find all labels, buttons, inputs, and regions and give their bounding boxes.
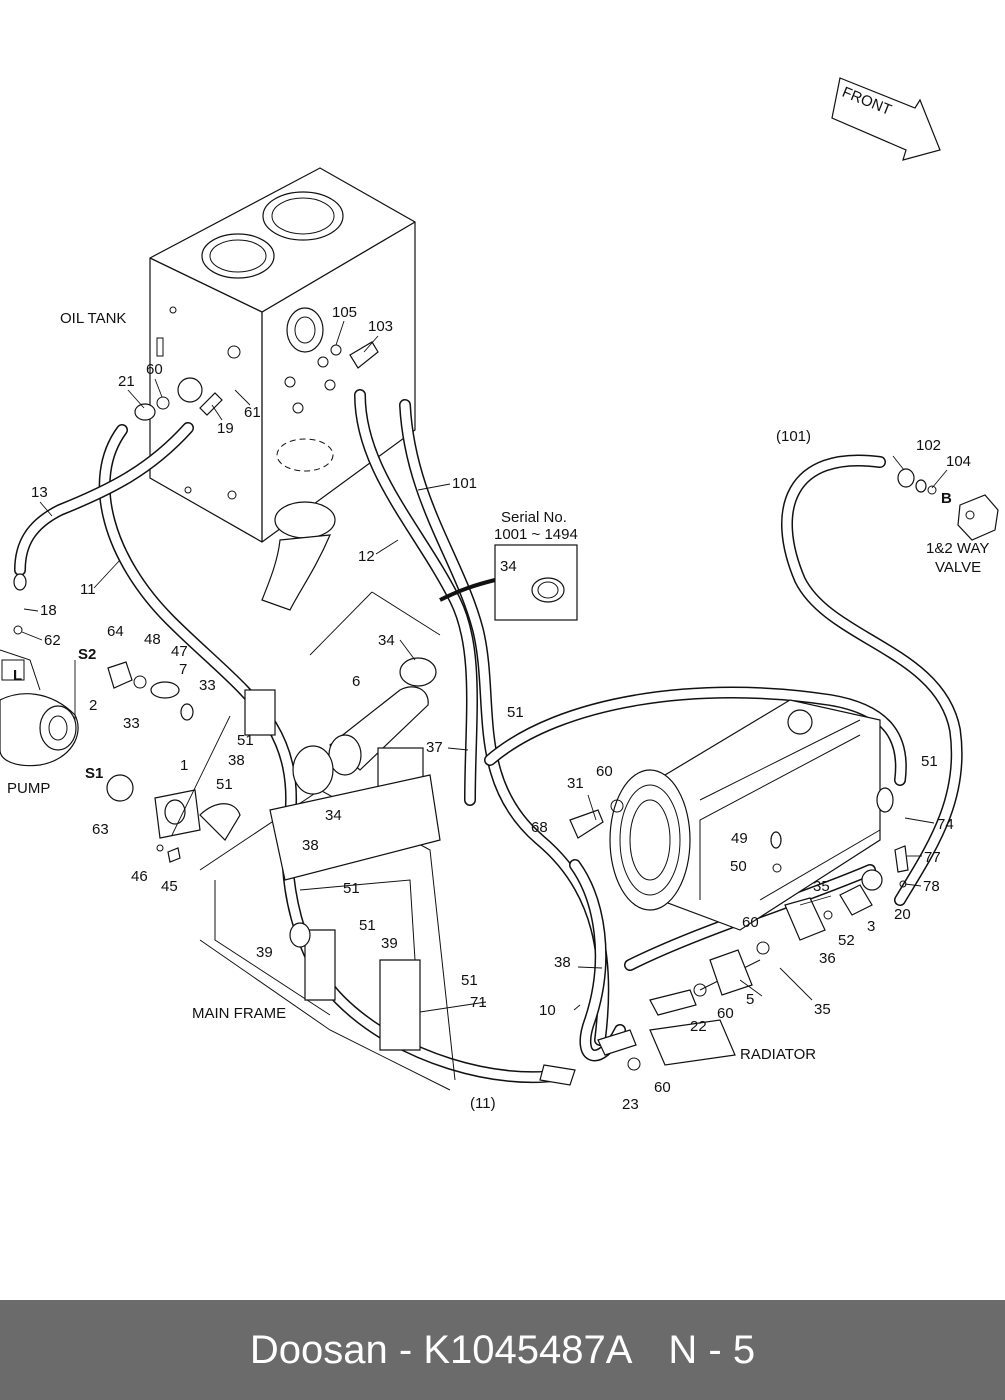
callout-60: 60 [717,1005,734,1022]
callout-46: 46 [131,868,148,885]
valve-label-line2: VALVE [935,559,981,576]
callout-3: 3 [867,918,875,935]
port-s2-label: S2 [78,646,96,663]
pump-label: PUMP [7,780,50,797]
callout-11-ref: (11) [470,1095,496,1112]
callout-38: 38 [228,752,245,769]
callout-18: 18 [40,602,57,619]
footer-bar: Doosan - K1045487A N - 5 [0,1300,1005,1400]
callout-51: 51 [507,704,524,721]
page-number: N - 5 [668,1327,756,1372]
part-number: Doosan - K1045487A [249,1327,633,1372]
valve-label-line1: 1&2 WAY [926,540,989,557]
callout-34: 34 [325,807,342,824]
oil-tank-label: OIL TANK [60,310,126,327]
fittings [13,341,937,1086]
callout-61: 61 [244,404,261,421]
callout-104: 104 [946,453,971,470]
callout-48: 48 [144,631,161,648]
callout-10: 10 [539,1002,556,1019]
callout-60: 60 [742,914,759,931]
callout-77: 77 [924,849,941,866]
callout-64: 64 [107,623,124,640]
callout-6: 6 [352,673,360,690]
callout-38: 38 [302,837,319,854]
callout-20: 20 [894,906,911,923]
callout-51: 51 [343,880,360,897]
callout-7: 7 [179,661,187,678]
callout-34: 34 [500,558,517,575]
callout-38: 38 [554,954,571,971]
callout-52: 52 [838,932,855,949]
callout-51: 51 [237,732,254,749]
callout-37: 37 [426,739,443,756]
callout-21: 21 [118,373,135,390]
callout-31: 31 [567,775,584,792]
callout-50: 50 [730,858,747,875]
callout-35: 35 [814,1001,831,1018]
front-arrow [831,77,941,161]
port-s1-label: S1 [85,765,103,782]
callout-101: 101 [452,475,477,492]
pump [0,649,79,767]
callout-60: 60 [596,763,613,780]
oil-tank [149,167,416,543]
callout-74: 74 [937,816,954,833]
callout-39: 39 [256,944,273,961]
hydraulic-hose-assembly-diagram: FRONT [0,77,999,1113]
callout-39: 39 [381,935,398,952]
callout-51: 51 [359,917,376,934]
callout-13: 13 [31,484,48,501]
callout-51: 51 [461,972,478,989]
radiator [609,699,881,1066]
callout-35: 35 [813,878,830,895]
callout-1: 1 [180,757,188,774]
callout-47: 47 [171,643,188,660]
callout-2: 2 [89,697,97,714]
callout-102: 102 [916,437,941,454]
pipe-6 [244,686,441,881]
callout-36: 36 [819,950,836,967]
callout-60: 60 [146,361,163,378]
callout-62: 62 [44,632,61,649]
serial-title: Serial No. [501,509,567,526]
radiator-label: RADIATOR [740,1046,816,1063]
one-two-way-valve [957,494,999,541]
port-l-label: L [13,667,22,684]
callout-5: 5 [746,991,754,1008]
callout-71: 71 [470,994,487,1011]
callout-33: 33 [199,677,216,694]
callout-34: 34 [378,632,395,649]
callout-numbers: 105 103 21 60 61 19 101 12 13 11 18 62 6… [31,304,971,1113]
leader-lines [21,320,948,1013]
callout-103: 103 [368,318,393,335]
callout-68: 68 [531,819,548,836]
callout-51: 51 [921,753,938,770]
serial-range: 1001 ~ 1494 [494,526,578,543]
port-b-label: B [941,490,952,507]
main-frame-label: MAIN FRAME [192,1005,286,1022]
callout-105: 105 [332,304,357,321]
callout-51: 51 [216,776,233,793]
callout-11: 11 [80,581,96,598]
callout-101-ref: (101) [776,428,811,445]
callout-33: 33 [123,715,140,732]
callout-19: 19 [217,420,234,437]
serial-detail-box [439,544,578,621]
callout-60: 60 [654,1079,671,1096]
callout-49: 49 [731,830,748,847]
callout-12: 12 [358,548,375,565]
callout-63: 63 [92,821,109,838]
callout-22: 22 [690,1018,707,1035]
callout-23: 23 [622,1096,639,1113]
callout-45: 45 [161,878,178,895]
main-frame [199,789,456,1091]
callout-78: 78 [923,878,940,895]
